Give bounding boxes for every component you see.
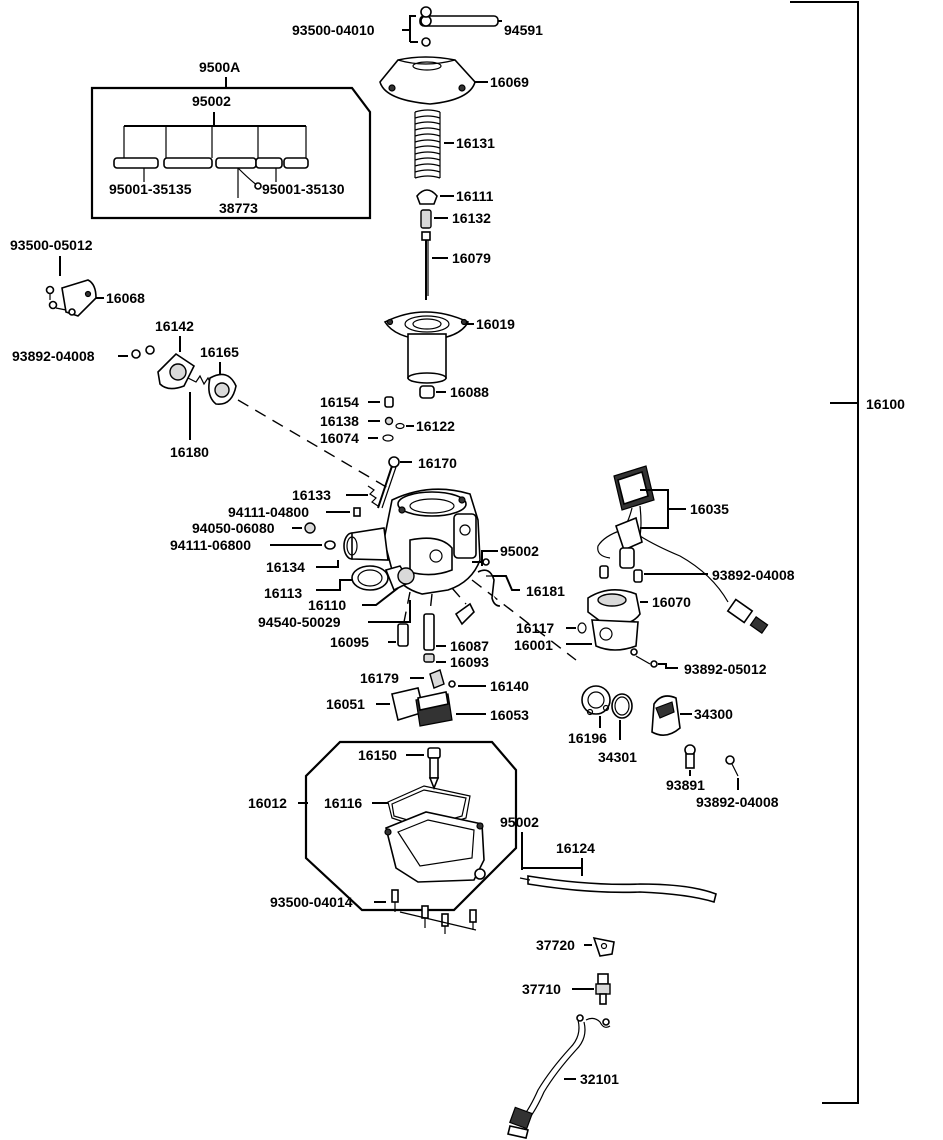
label-37710: 37710: [522, 981, 561, 997]
label-93500-04014: 93500-04014: [270, 894, 353, 910]
label-93892-04008-lower: 93892-04008: [696, 794, 779, 810]
float-group: 16179 16140 16051 16053: [326, 669, 529, 727]
label-16070: 16070: [652, 594, 691, 610]
label-95001-35130: 95001-35130: [262, 181, 345, 197]
label-16001: 16001: [514, 637, 553, 653]
choke-group-left: 16142 93892-04008 16165 16180: [12, 318, 239, 460]
label-16095: 16095: [330, 634, 369, 650]
label-93892-04008-left: 93892-04008: [12, 348, 95, 364]
label-94540-50029: 94540-50029: [258, 614, 341, 630]
label-16196: 16196: [568, 730, 607, 746]
label-37720: 37720: [536, 937, 575, 953]
spring-16131: 16131: [414, 109, 495, 179]
label-16122: 16122: [416, 418, 455, 434]
label-16113: 16113: [264, 585, 302, 601]
assembly-bracket: 16100: [790, 1, 905, 1104]
label-93500-04010: 93500-04010: [292, 22, 375, 38]
label-34301: 34301: [598, 749, 637, 765]
label-16111: 16111: [456, 188, 494, 204]
label-93500-05012: 93500-05012: [10, 237, 93, 253]
drain-hose-16124: 95002 16124: [500, 814, 717, 904]
label-34300: 34300: [694, 706, 733, 722]
axis-line-choke: [237, 399, 389, 489]
label-94591: 94591: [504, 22, 543, 38]
label-16138: 16138: [320, 413, 359, 429]
label-16069: 16069: [490, 74, 529, 90]
float-bowl-icon: 16012 16150 16116: [248, 740, 518, 912]
label-16132: 16132: [452, 210, 491, 226]
label-94111-06800: 94111-06800: [170, 537, 251, 553]
label-16181: 16181: [526, 583, 565, 599]
label-16150: 16150: [358, 747, 397, 763]
label-32101: 32101: [580, 1071, 619, 1087]
label-16154: 16154: [320, 394, 359, 410]
label-16133: 16133: [292, 487, 331, 503]
pilot-screw-group: 16154 16138 16122 16074: [320, 394, 455, 446]
label-16165: 16165: [200, 344, 239, 360]
wire-harness-icon: 37720 37710 32101: [507, 936, 619, 1139]
label-95002-kit: 95002: [192, 93, 231, 109]
label-16117: 16117: [516, 620, 554, 636]
sensor-group: 34300 93891 93892-04008: [651, 695, 779, 810]
label-9500A: 9500A: [199, 59, 240, 75]
label-16180: 16180: [170, 444, 209, 460]
label-16053: 16053: [490, 707, 529, 723]
label-16110: 16110: [308, 597, 346, 613]
label-93892-05012: 93892-05012: [684, 661, 767, 677]
label-16093: 16093: [450, 654, 489, 670]
label-16142: 16142: [155, 318, 194, 334]
needle-group: 16111 16132 16079: [416, 188, 494, 300]
label-95001-35135: 95001-35135: [109, 181, 192, 197]
label-16012: 16012: [248, 795, 287, 811]
label-16116: 16116: [324, 795, 362, 811]
gasket-group: 16196 34301: [568, 685, 637, 765]
auto-choke-icon: 16035 93892-04008 16070 16117 16001 9389…: [514, 465, 795, 677]
carburetor-body-icon: [343, 488, 577, 661]
label-16170: 16170: [418, 455, 457, 471]
label-16124: 16124: [556, 840, 595, 856]
hose-16181: 95002 16181: [477, 543, 565, 607]
label-16131: 16131: [456, 135, 495, 151]
kit-9500a: 9500A 95002 95001-35135 95001-35130 3877…: [90, 59, 372, 220]
label-16100: 16100: [866, 396, 905, 412]
label-16140: 16140: [490, 678, 529, 694]
body-left-labels: 16133 94111-04800 94050-06080 94111-0680…: [170, 485, 411, 630]
adjust-screw-16170: 16170: [377, 455, 457, 509]
vacuum-piston-group: 16019 16088: [383, 311, 515, 400]
label-16134: 16134: [266, 559, 305, 575]
label-95002-drain: 95002: [500, 814, 539, 830]
label-16179: 16179: [360, 670, 399, 686]
label-16074: 16074: [320, 430, 359, 446]
label-95002-hose: 95002: [500, 543, 539, 559]
bracket-16068: 93500-05012 16068: [10, 237, 145, 317]
label-94050-06080: 94050-06080: [192, 520, 275, 536]
label-16035: 16035: [690, 501, 729, 517]
label-93891: 93891: [666, 777, 705, 793]
label-16019: 16019: [476, 316, 515, 332]
label-93892-04008-right: 93892-04008: [712, 567, 795, 583]
label-16088: 16088: [450, 384, 489, 400]
label-16051: 16051: [326, 696, 365, 712]
label-16087: 16087: [450, 638, 489, 654]
jets-group: 16095 16087 16093: [330, 602, 489, 670]
label-38773: 38773: [219, 200, 258, 216]
label-16068: 16068: [106, 290, 145, 306]
label-94111-04800: 94111-04800: [228, 504, 309, 520]
label-16079: 16079: [452, 250, 491, 266]
top-plate-group: 93500-04010 94591: [292, 6, 543, 47]
diaphragm-cover: 16069: [379, 56, 529, 105]
bowl-screws: 93500-04014: [270, 889, 477, 934]
